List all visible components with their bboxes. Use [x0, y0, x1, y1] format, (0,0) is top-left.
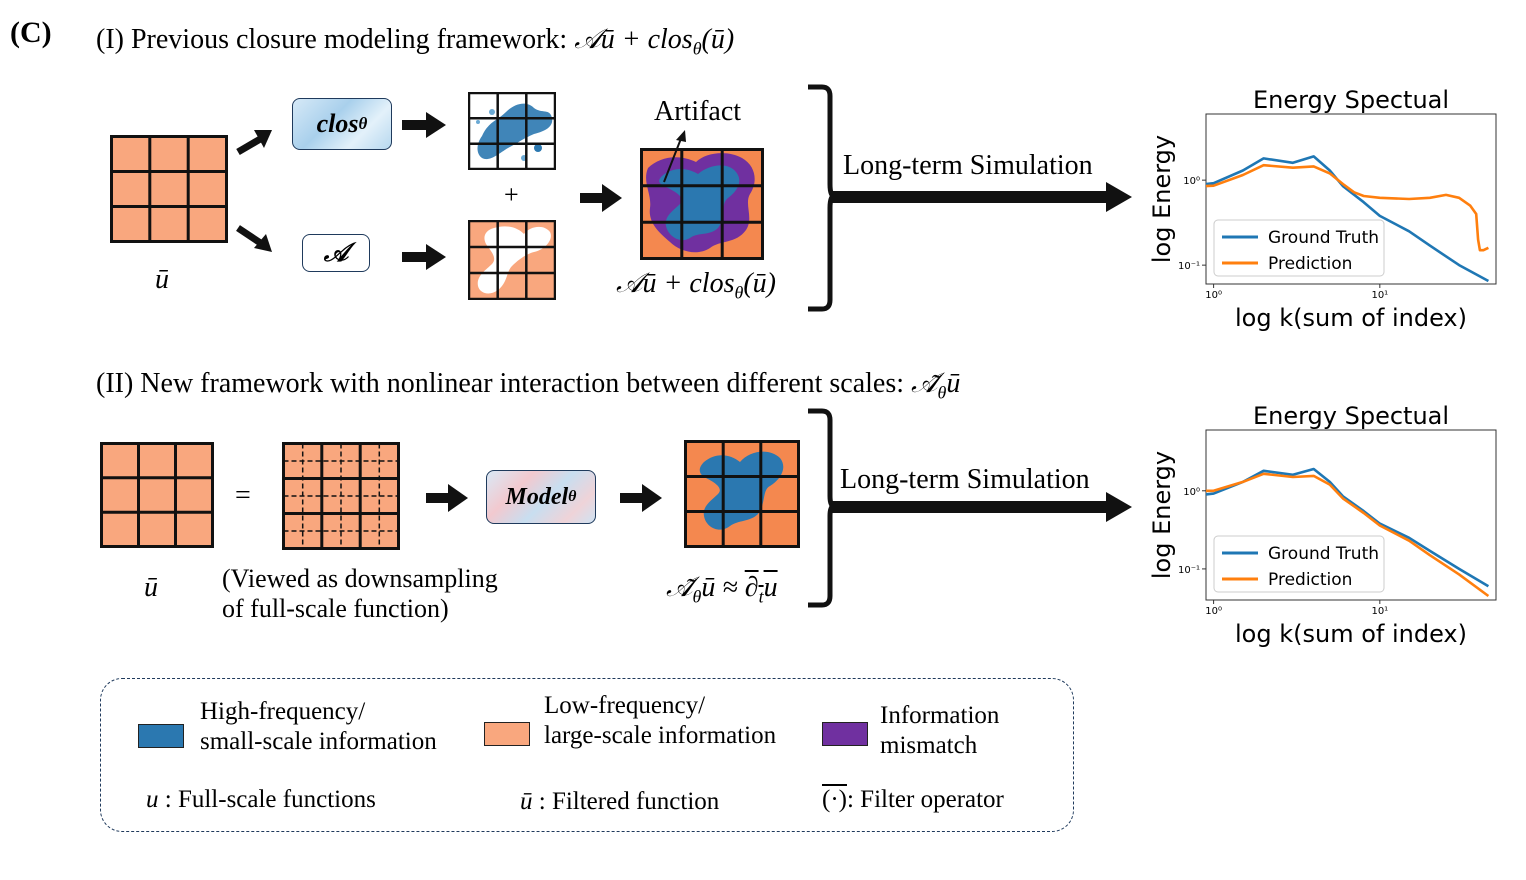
arrow-linear-to-output	[402, 244, 446, 270]
chart-title: Energy Spectual	[1253, 402, 1449, 430]
model-operator-sub: θ	[568, 488, 577, 505]
x-tick-label: 10⁰	[1205, 606, 1222, 617]
y-axis-label: log Energy	[1148, 135, 1176, 263]
output-label-overlined: ∂tu	[744, 572, 778, 607]
legend-high-frequency-line2: small-scale information	[200, 728, 437, 755]
arrow-model-to-output	[620, 484, 662, 512]
series-line-prediction	[1205, 163, 1489, 252]
legend-low-frequency-line1: Low-frequency/	[544, 692, 706, 719]
section1-input-grid	[110, 135, 228, 243]
legend-swatch-mismatch	[822, 722, 868, 746]
section2-long-arrow	[830, 492, 1132, 522]
y-axis-label: log Energy	[1148, 451, 1176, 579]
output-label-over-sub: t	[758, 586, 764, 607]
section1-long-arrow	[830, 182, 1132, 212]
output-label-main: 𝒜̃	[666, 572, 693, 603]
section1-branch-arrows	[236, 130, 272, 252]
section2-title-sub: θ	[937, 382, 947, 403]
closure-operator-sub: θ	[358, 114, 368, 133]
energy-spectrum-chart-2: Energy Spectual 10⁰ 10¹ 10⁰ 10⁻¹ log k(sum of…	[1148, 402, 1497, 648]
section2-title-prefix: (II) New framework with nonlinear intera…	[96, 368, 912, 399]
model-operator-label: Model	[505, 483, 569, 510]
series-line-prediction	[1206, 472, 1490, 598]
legend-label-0: Ground Truth	[1268, 228, 1379, 248]
section1-title-math: 𝒜ū + clos	[574, 24, 693, 55]
legend-filter-operator-symbol: (·)	[822, 786, 847, 813]
x-axis-label: log k(sum of index)	[1235, 620, 1467, 648]
section2-title-tail: ū	[946, 368, 961, 399]
output-label-over: ∂	[744, 572, 759, 603]
section2-fine-grid	[282, 442, 400, 550]
legend-filtered: ū : Filtered function	[520, 788, 719, 816]
section2-title-math: 𝒜̃	[911, 368, 938, 399]
x-axis-label: log k(sum of index)	[1235, 304, 1467, 332]
x-tick-label: 10¹	[1371, 606, 1388, 617]
section1-arrow-label: Long-term Simulation	[843, 150, 1093, 181]
legend-high-frequency-line1: High-frequency/	[200, 698, 366, 725]
y-tick-label: 10⁰	[1183, 487, 1200, 498]
legend-full-scale-text: : Full-scale functions	[158, 786, 376, 813]
artifact-pointer-arrow	[663, 130, 686, 183]
section2-input-grid	[100, 442, 214, 548]
artifact-label: Artifact	[654, 96, 742, 127]
legend-full-scale: u : Full-scale functions	[146, 786, 376, 814]
y-tick-label: 10⁻¹	[1178, 565, 1200, 576]
legend-label-1: Prediction	[1268, 254, 1352, 274]
section1-input-label: ū	[155, 264, 169, 295]
panel-label: (C)	[10, 16, 52, 49]
arrow-closure-to-output	[402, 112, 446, 138]
section2-title: (II) New framework with nonlinear intera…	[96, 368, 960, 404]
section1-title-tail: (ū)	[701, 24, 735, 55]
legend-box	[100, 678, 1074, 832]
legend-mismatch-line1: Information	[880, 702, 1000, 729]
section1-title-prefix: (I) Previous closure modeling framework:	[96, 24, 575, 55]
legend-low-frequency-line2: large-scale information	[544, 722, 777, 749]
sum-label-tail: (ū)	[743, 268, 776, 299]
x-tick-label: 10¹	[1371, 290, 1388, 301]
sum-label-sub: θ	[734, 282, 744, 303]
section2-input-label: ū	[144, 572, 158, 603]
arrow-to-model	[426, 484, 468, 512]
energy-spectrum-chart-1: Energy Spectual 10⁰ 10¹ 10⁰ 10⁻¹ log k(sum of…	[1148, 86, 1497, 332]
sum-label-main: 𝒜ū + clos	[616, 268, 735, 299]
legend-swatch-low-frequency	[484, 722, 530, 746]
legend-swatch-high-frequency	[138, 724, 184, 748]
section2-output-grid	[684, 440, 800, 548]
legend-filter-operator-text: : Filter operator	[846, 786, 1004, 813]
legend-filtered-symbol: ū	[520, 788, 533, 815]
downsampling-note-line1: (Viewed as downsampling	[222, 564, 498, 593]
legend-label-1: Prediction	[1268, 570, 1352, 590]
legend-label-0: Ground Truth	[1268, 544, 1379, 564]
linear-output-grid	[468, 220, 556, 300]
legend-full-scale-symbol: u	[146, 786, 159, 813]
closure-operator-label: clos	[316, 109, 359, 138]
legend-filter-operator: (·): Filter operator	[822, 786, 1004, 814]
closure-output-grid	[468, 92, 556, 170]
legend-filtered-text: : Filtered function	[532, 788, 720, 815]
sum-label: 𝒜ū + closθ(ū)	[616, 268, 776, 304]
section2-arrow-label: Long-term Simulation	[840, 464, 1090, 495]
y-tick-label: 10⁰	[1183, 176, 1200, 187]
linear-operator-box: 𝒜	[302, 234, 370, 272]
equals-sign: =	[235, 480, 251, 511]
plus-sign: +	[504, 180, 519, 209]
x-tick-label: 10⁰	[1205, 290, 1222, 301]
y-tick-label: 10⁻¹	[1178, 261, 1200, 272]
section2-output-label: 𝒜̃θū ≈ ∂tu	[666, 572, 778, 608]
section1-title: (I) Previous closure modeling framework:…	[96, 24, 734, 60]
section1-title-sub: θ	[692, 38, 702, 59]
output-label-over-tail: u	[763, 572, 778, 603]
linear-operator-label: 𝒜	[323, 237, 349, 267]
sum-output-grid	[640, 148, 764, 260]
arrow-to-sum	[580, 184, 622, 212]
downsampling-note-line2: of full-scale function)	[222, 594, 449, 623]
chart-title: Energy Spectual	[1253, 86, 1449, 114]
output-label-sub: θ	[692, 586, 702, 607]
legend-mismatch-line2: mismatch	[880, 732, 978, 759]
output-label-mid: ū ≈	[701, 572, 745, 603]
